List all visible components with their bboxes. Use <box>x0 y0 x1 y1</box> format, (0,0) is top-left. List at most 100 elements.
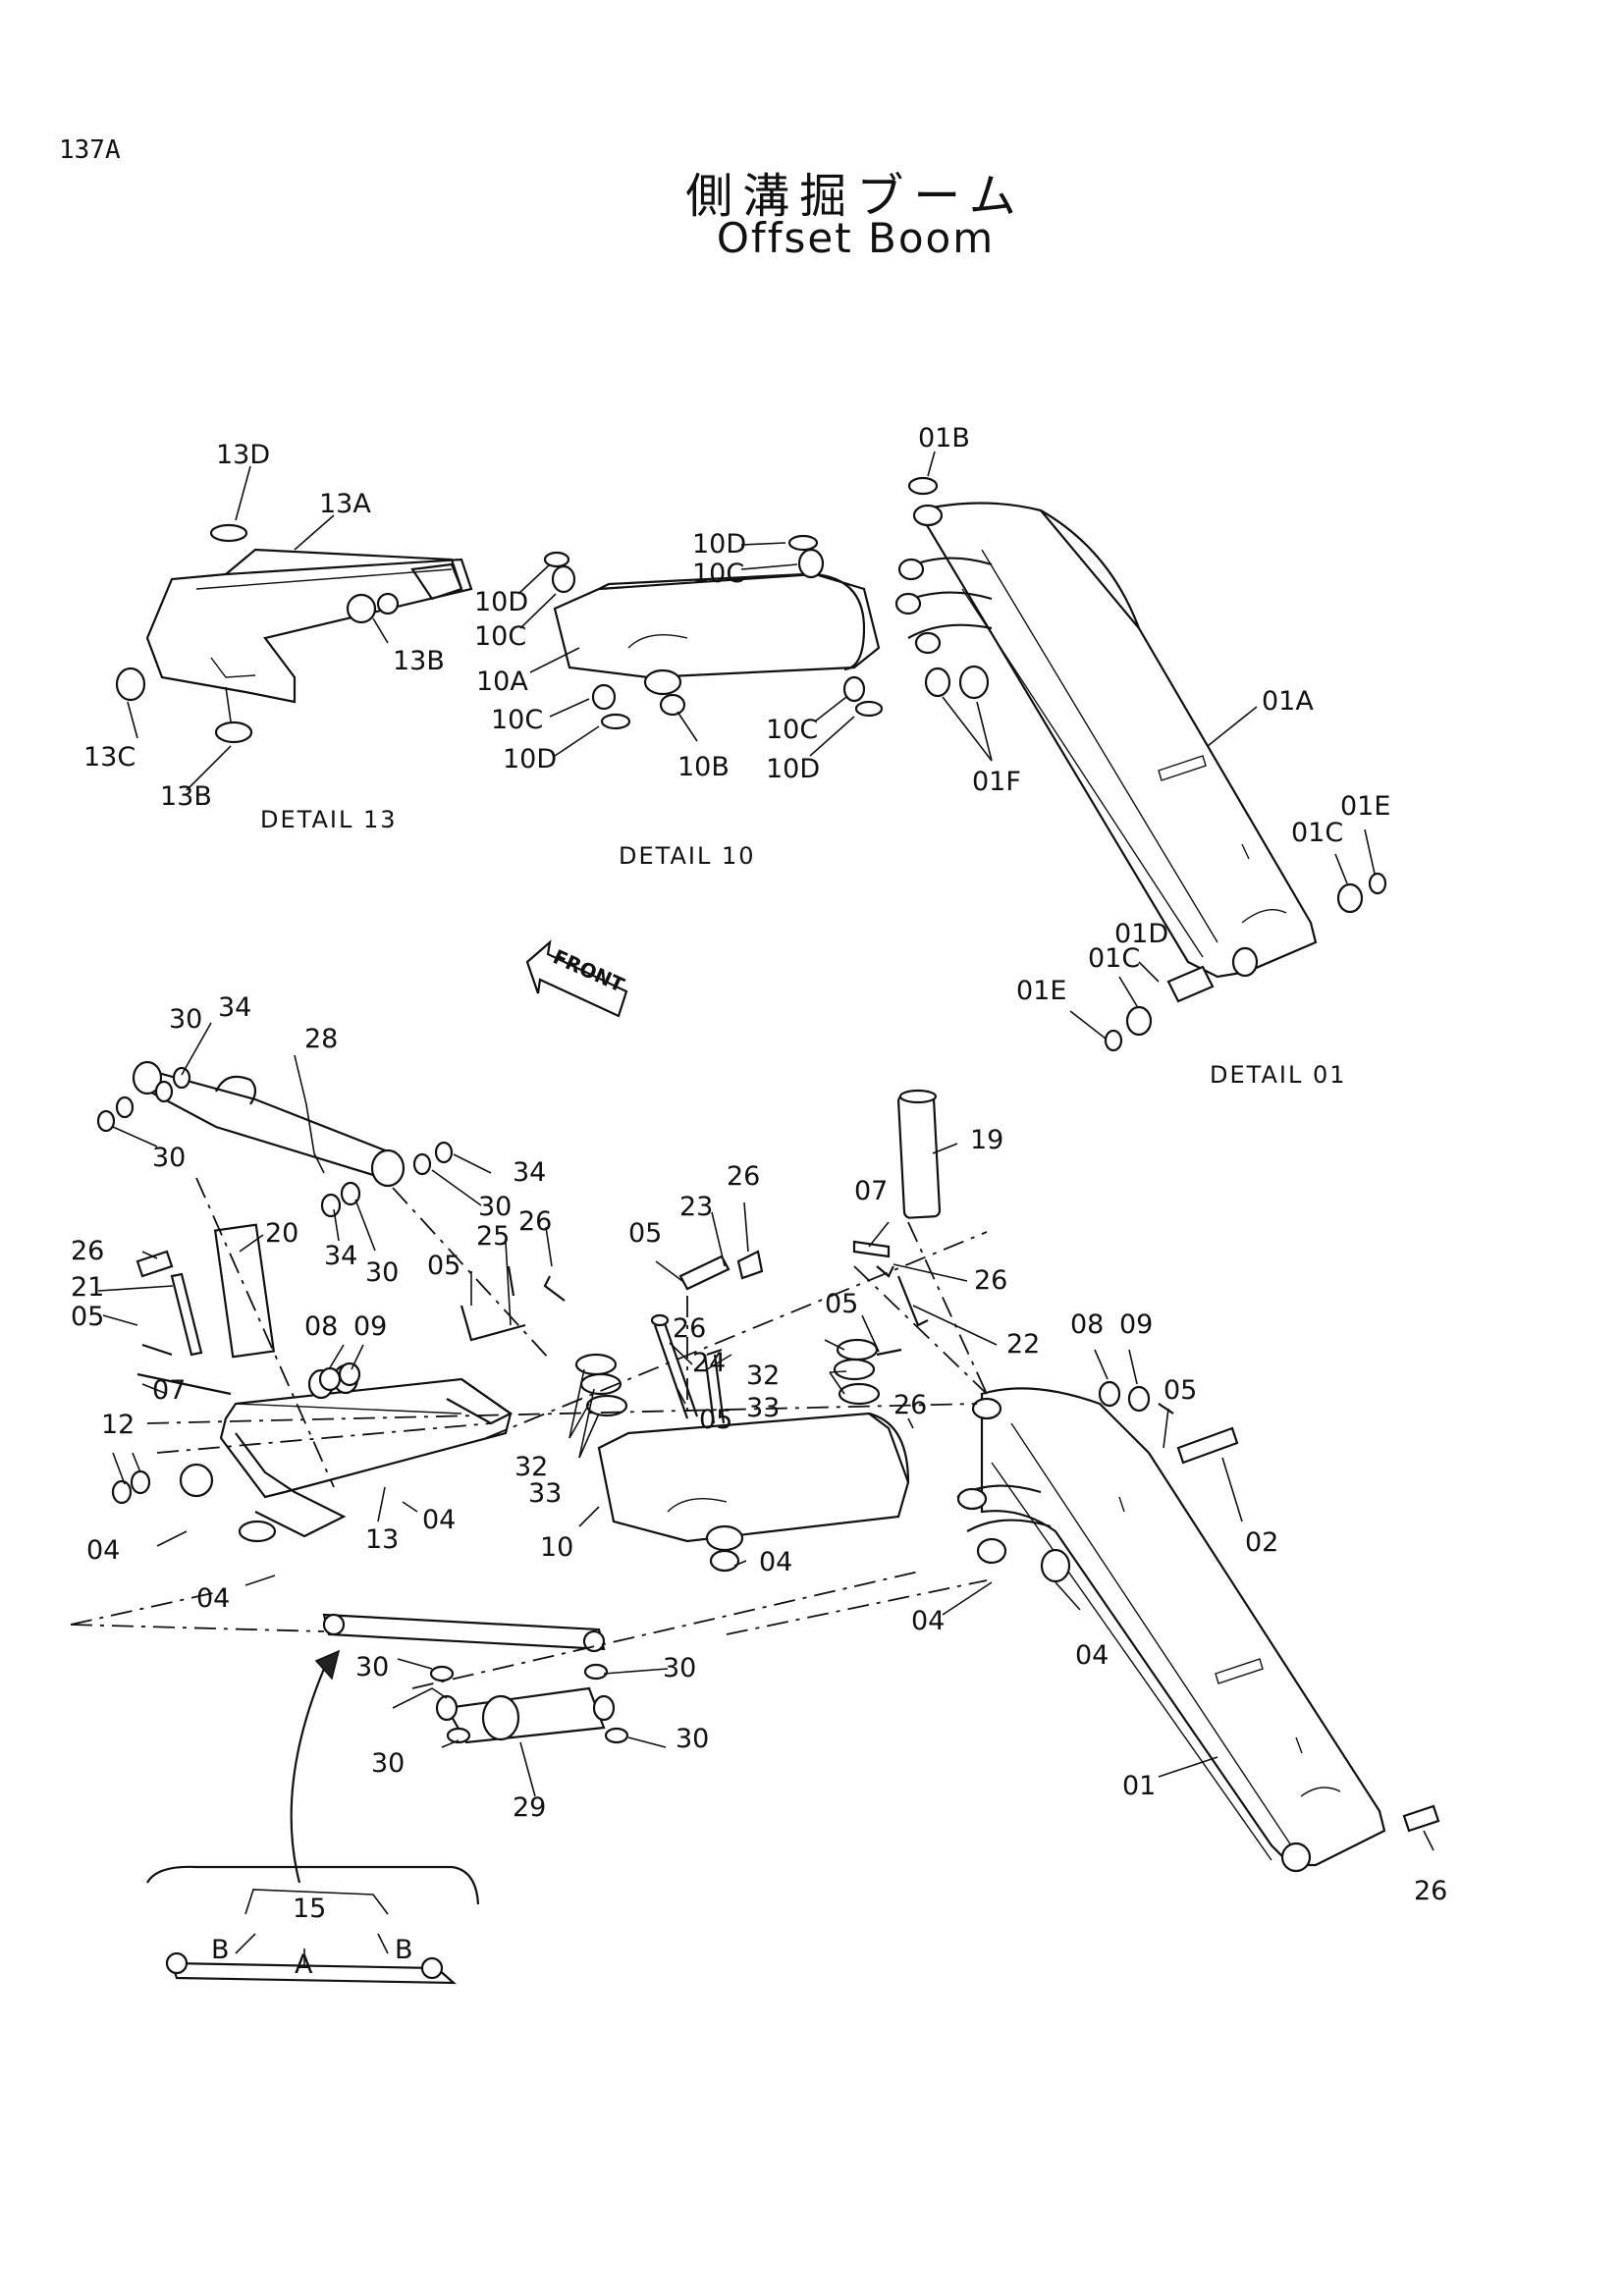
detail-10-bracket <box>543 534 884 730</box>
center-lines <box>70 1177 988 1689</box>
label-22: 22 <box>1006 1329 1040 1360</box>
label-30-cyl29-topright: 30 <box>663 1653 696 1683</box>
label-02: 02 <box>1245 1527 1278 1558</box>
label-10D-bottom-right: 10D <box>766 754 820 784</box>
label-08-left: 08 <box>304 1311 338 1342</box>
label-13: 13 <box>365 1524 399 1555</box>
label-05-pin25: 05 <box>427 1251 460 1281</box>
label-07-right: 07 <box>854 1176 888 1206</box>
label-13B-right: 13B <box>393 646 445 676</box>
inset-frame-15 <box>146 1865 480 1985</box>
label-01E-right: 01E <box>1340 791 1390 822</box>
small-parts <box>135 1240 1440 1833</box>
label-01C-right: 01C <box>1291 818 1343 848</box>
label-10C-left: 10C <box>474 621 526 652</box>
label-15: 15 <box>293 1894 326 1924</box>
label-01F: 01F <box>972 767 1021 797</box>
label-26-pin23: 26 <box>727 1161 760 1192</box>
detail-01-leaders <box>927 451 1376 1040</box>
label-10C-top: 10C <box>692 559 744 589</box>
label-10: 10 <box>540 1532 573 1563</box>
label-13A: 13A <box>319 489 371 519</box>
label-B-right: B <box>395 1935 413 1965</box>
detail-13-leaders <box>127 465 389 791</box>
label-19: 19 <box>970 1125 1003 1155</box>
label-30-mid: 30 <box>365 1257 399 1288</box>
label-04-left: 04 <box>86 1535 120 1566</box>
detail-10-leaders <box>517 542 855 757</box>
detail-13-bracket <box>115 523 473 744</box>
label-30-cyl29-bottomleft: 30 <box>371 1748 405 1779</box>
label-33-left: 33 <box>528 1478 562 1509</box>
label-10C-bottom-left: 10C <box>491 705 543 735</box>
label-10C-bottom-right: 10C <box>766 715 818 745</box>
boom-01 <box>956 1387 1386 1873</box>
label-01A: 01A <box>1262 686 1314 717</box>
label-08-right: 08 <box>1070 1309 1104 1340</box>
label-07-left: 07 <box>152 1375 186 1406</box>
page-code: 137A <box>59 135 121 165</box>
label-09-right: 09 <box>1119 1309 1153 1340</box>
label-26-right-mid: 26 <box>893 1390 927 1420</box>
label-05-mid: 05 <box>699 1405 732 1435</box>
label-05-pin22: 05 <box>825 1289 858 1319</box>
detail-01-boom <box>894 476 1387 1052</box>
label-20: 20 <box>265 1218 298 1249</box>
bracket-10 <box>574 1313 910 1573</box>
bracket-13 <box>111 1223 514 1543</box>
label-04-bracket13: 04 <box>422 1505 456 1535</box>
cylinder-29 <box>429 1663 629 1744</box>
detail-01-caption: DETAIL 01 <box>1210 1061 1346 1089</box>
label-01D: 01D <box>1114 919 1168 949</box>
label-34-top: 34 <box>218 992 251 1023</box>
label-12: 12 <box>101 1410 135 1440</box>
title-english: Offset Boom <box>716 214 996 262</box>
label-05-right: 05 <box>1163 1375 1197 1406</box>
label-26-pin07: 26 <box>974 1265 1007 1296</box>
pin-19 <box>896 1089 942 1219</box>
label-13C: 13C <box>83 742 135 773</box>
label-A: A <box>295 1949 313 1980</box>
label-26-left: 26 <box>71 1236 104 1266</box>
label-30-cyl29-topleft: 30 <box>355 1652 389 1682</box>
label-04-bracket10: 04 <box>759 1547 792 1577</box>
main-leaders <box>97 1022 1434 1968</box>
label-26-mid: 26 <box>673 1313 706 1344</box>
label-30-right: 30 <box>478 1192 512 1222</box>
label-34-mid: 34 <box>324 1241 357 1271</box>
label-B-left: B <box>211 1935 230 1965</box>
detail-13-caption: DETAIL 13 <box>260 806 397 833</box>
label-28: 28 <box>304 1024 338 1054</box>
label-04-boom-right: 04 <box>1075 1640 1109 1671</box>
label-23: 23 <box>679 1192 713 1222</box>
label-05-left: 05 <box>71 1302 104 1332</box>
label-01E-left: 01E <box>1016 976 1066 1006</box>
label-01B: 01B <box>918 423 970 454</box>
label-10A: 10A <box>476 667 528 697</box>
cylinder-28 <box>96 1060 454 1218</box>
front-arrow-icon: FRONT <box>525 939 628 1018</box>
label-24: 24 <box>692 1348 726 1378</box>
label-13D: 13D <box>216 440 270 470</box>
label-10D-bottom-left: 10D <box>503 744 557 774</box>
label-32-right: 32 <box>746 1361 780 1391</box>
label-10B: 10B <box>677 752 730 782</box>
label-29: 29 <box>513 1792 546 1823</box>
label-30-left: 30 <box>152 1143 186 1173</box>
label-10D-left: 10D <box>474 587 528 617</box>
label-30-cyl29-bottomright: 30 <box>676 1724 709 1754</box>
label-32-left: 32 <box>514 1452 548 1482</box>
label-30-top: 30 <box>169 1004 202 1035</box>
link-rod <box>322 1613 606 1653</box>
label-26-boom-end: 26 <box>1414 1876 1447 1906</box>
label-33-right: 33 <box>746 1393 780 1423</box>
label-01C-left: 01C <box>1088 943 1140 974</box>
title-japanese: 側溝掘ブーム <box>685 169 1026 224</box>
label-10D-top: 10D <box>692 529 746 560</box>
label-26-pin25: 26 <box>518 1206 552 1237</box>
label-01: 01 <box>1122 1771 1156 1801</box>
detail-10-caption: DETAIL 10 <box>619 842 755 870</box>
label-04-boom-left: 04 <box>911 1606 945 1636</box>
